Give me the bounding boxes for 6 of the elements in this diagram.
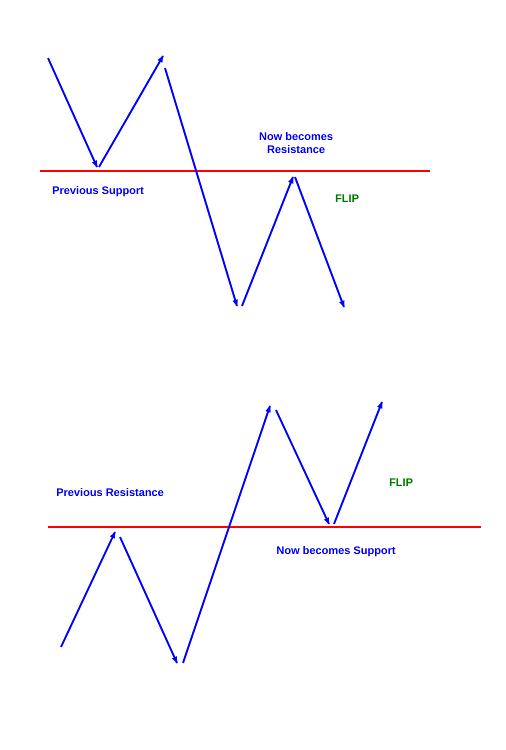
flip-label: FLIP: [334, 193, 360, 206]
level-note: Now becomes Resistance: [258, 131, 334, 157]
level-note: Previous Support: [51, 185, 145, 198]
flip-label: FLIP: [388, 477, 414, 490]
level-note: Previous Resistance: [55, 487, 165, 500]
level-note: Now becomes Support: [275, 545, 397, 558]
